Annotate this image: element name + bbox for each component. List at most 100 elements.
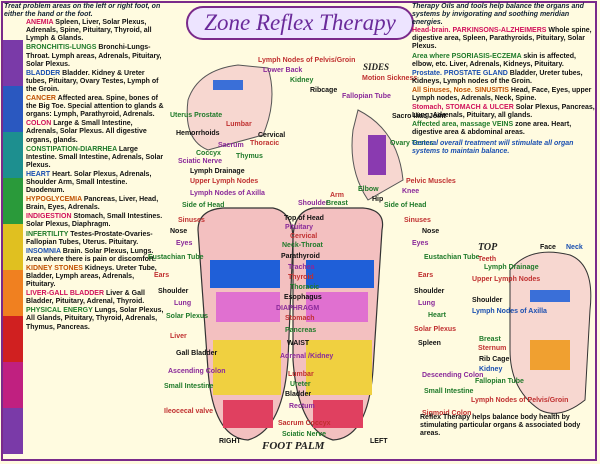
palm-left-label: Ears xyxy=(154,272,170,279)
sides-zone-purple xyxy=(368,135,386,175)
right-section-text: Whole spine, digestive area, Spleen, Par… xyxy=(412,27,592,51)
left-section-heading: KIDNEY STONES xyxy=(26,264,85,272)
right-foot-lung-zone xyxy=(210,260,280,288)
left-section: PHYSICAL ENERGY Lungs, Solar Plexus, All… xyxy=(26,307,164,331)
side-label: Thoracic xyxy=(250,140,280,147)
right-section-text: Solar Plexus, Pancreas, Lung, Adrenals, … xyxy=(412,104,595,120)
left-foot-heel-zone xyxy=(313,400,363,428)
left-section-text: Large & Small Intestine, Adrenals, Solar… xyxy=(26,120,147,144)
left-section: KIDNEY STONES Kidneys. Ureter Tube, Blad… xyxy=(26,265,164,289)
palm-right-label: Side of Head xyxy=(384,202,427,209)
left-section: ANEMIA Spleen, Liver, Solar Plexus, Adre… xyxy=(26,19,164,43)
left-section-heading: HYPOGLYCEMIA xyxy=(26,196,84,204)
right-note: General overall treatment will stimulate… xyxy=(412,139,574,155)
right-section-text: skin is affected, elbow, etc. Liver, Adr… xyxy=(412,52,576,68)
side-label: Lymph Nodes of Pelvis/Groin xyxy=(258,57,356,64)
top-label: Fallopian Tube xyxy=(475,378,524,385)
side-label: Shoulder xyxy=(298,200,329,207)
top-label: Neck xyxy=(566,244,583,251)
foot-palm-heading: FOOT PALM xyxy=(262,440,325,452)
top-label: Teeth xyxy=(478,256,497,263)
palm-center-label: Trachea xyxy=(288,264,315,271)
left-section-text: Bronchi-Lungs-Throat. Lymph areas, Adren… xyxy=(26,44,162,68)
palm-left-label: Sinuses xyxy=(178,217,205,224)
left-section-text: Large Intestine. Small Intestine, Adrena… xyxy=(26,145,164,169)
sides-zone-blue xyxy=(213,80,243,90)
right-section-heading: Head-brain. PARKINSONS-ALZHEIMERS xyxy=(412,27,549,35)
top-label: Rib Cage xyxy=(479,356,510,363)
right-section-heading: Stomach, STOMACH & ULCER xyxy=(412,104,516,112)
left-section-text: Brain. Solar Plexus, Lungs. Area where t… xyxy=(26,247,156,263)
left-section-heading: PHYSICAL ENERGY xyxy=(26,307,95,315)
palm-right-label: Small Intestine xyxy=(424,388,474,395)
right-section-heading: Area where PSORIASIS-ECZEMA xyxy=(412,52,524,60)
left-foot-intestine-zone xyxy=(306,340,372,395)
side-label: Thymus xyxy=(236,153,263,160)
side-label: Elbow xyxy=(358,186,379,193)
side-label: Fallopian Tube xyxy=(342,93,391,100)
palm-right-label: Nose xyxy=(422,228,440,235)
side-label: Sciatic Nerve xyxy=(178,158,222,165)
left-section: CANCER Affected area. Spine, bones of th… xyxy=(26,95,164,119)
palm-right-label: Heart xyxy=(428,312,446,319)
left-section: CONSTIPATION-DIARRHEA Large Intestine. S… xyxy=(26,146,164,170)
side-label: Breast xyxy=(326,200,348,207)
bottom-note: Reflex Therapy helps balance body health… xyxy=(420,414,581,437)
palm-right-label: Lung xyxy=(418,300,436,307)
palm-center-label: Rectum xyxy=(289,403,315,410)
palm-center-label: DIAPHRAGM xyxy=(276,305,320,312)
palm-left-label: Eustachian Tube xyxy=(148,254,204,261)
side-label: Coccyx xyxy=(196,150,221,157)
top-label: Lymph Nodes of Axilla xyxy=(472,308,547,315)
left-section-text: Kidneys. Ureter Tube, Bladder, Lymph are… xyxy=(26,264,157,289)
left-section-text: Lungs, Solar Plexus, All Glands, Pituita… xyxy=(26,307,164,331)
left-section: HYPOGLYCEMIA Pancreas, Liver, Head, Brai… xyxy=(26,196,164,212)
left-section-heading: COLON xyxy=(26,120,54,128)
top-foot-diagram xyxy=(509,251,592,414)
palm-right-label: Shoulder xyxy=(414,288,445,295)
top-foot-blue-zone xyxy=(530,290,570,302)
left-section-text: Bladder. Kidney & Ureter tubes, Pituitar… xyxy=(26,69,159,93)
left-section-text: Spleen, Liver, Solar Plexus, Adrenals, S… xyxy=(26,19,152,43)
side-label: Hemorrhoids xyxy=(176,130,220,137)
top-heading: TOP xyxy=(478,242,498,253)
left-section-heading: ANEMIA xyxy=(26,19,56,27)
palm-right-label: Eustachian Tube xyxy=(424,254,480,261)
top-label: Sternum xyxy=(478,345,507,352)
top-label: Lymph Nodes of Pelvis/Groin xyxy=(471,397,569,404)
palm-left-label: Solar Plexus xyxy=(166,313,209,320)
right-section: Stomach, STOMACH & ULCER Solar Plexus, P… xyxy=(412,104,596,120)
left-section-heading: LIVER-GALL BLADDER xyxy=(26,290,106,298)
palm-center-label: Cervical xyxy=(290,233,318,240)
side-label: Lymph Nodes of Axilla xyxy=(190,190,265,197)
page-title: Zone Reflex Therapy xyxy=(186,6,414,40)
palm-center-label: Sacrum Coccyx xyxy=(278,420,331,427)
side-label: Upper Lymph Nodes xyxy=(190,178,259,185)
top-label: Breast xyxy=(479,336,501,343)
palm-center-label: Pituitary xyxy=(285,224,314,231)
left-intro: Treat problem areas on the left or right… xyxy=(4,3,161,19)
side-label: Lower Back xyxy=(263,67,303,74)
right-section-text: Bladder, Ureter tubes, Kidneys, Lymph no… xyxy=(412,69,583,85)
palm-left-label: Lung xyxy=(174,300,192,307)
palm-center-label: Stomach xyxy=(285,315,315,322)
left-section: INDIGESTION Stomach, Small Intestines. S… xyxy=(26,213,164,229)
right-section: Area where PSORIASIS-ECZEMA skin is affe… xyxy=(412,53,596,69)
side-label: Sacro Iliac Joint xyxy=(392,113,446,120)
right-intro: Therapy Oils and tools help balance the … xyxy=(412,3,584,27)
left-section-text: Affected area. Spine, bones of the Big T… xyxy=(26,95,164,119)
foot-diagram xyxy=(186,64,404,441)
left-section: INFERTILITY Testes-Prostate-Ovaries-Fall… xyxy=(26,231,164,247)
sides-heading: SIDES xyxy=(363,62,390,72)
side-label: Ovary Testes xyxy=(390,140,434,147)
left-section-text: Testes-Prostate-Ovaries-Fallopian Tubes,… xyxy=(26,230,153,246)
palm-left-label: Ascending Colon xyxy=(168,368,226,375)
right-section: Head-brain. PARKINSONS-ALZHEIMERS Whole … xyxy=(412,27,596,51)
palm-left-label: Shoulder xyxy=(158,288,189,295)
right-section-text: Head, Face, Eyes, upper Lymph nodes, Adr… xyxy=(412,86,592,103)
top-label: Lymph Drainage xyxy=(484,264,539,271)
palm-center-label: Esophagus xyxy=(284,294,322,301)
palm-right-label: Eyes xyxy=(412,240,429,247)
left-section-heading: CONSTIPATION-DIARRHEA xyxy=(26,145,119,153)
